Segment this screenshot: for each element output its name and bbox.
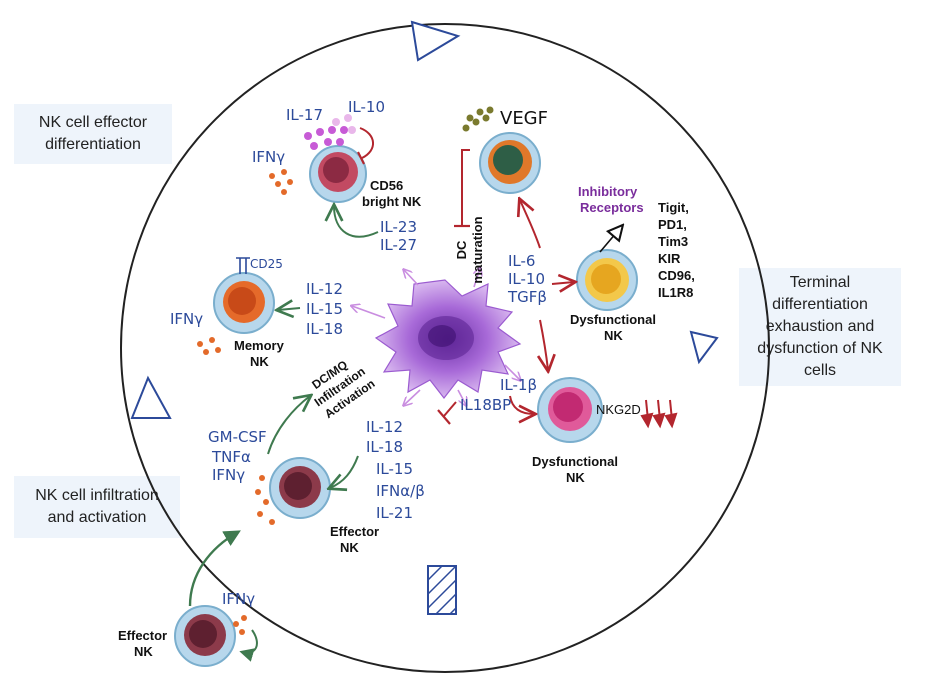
dots-il10-top [332, 114, 356, 134]
inhibit-bar-cd56 [357, 151, 365, 165]
arrow-tgfb-to-yellow [551, 282, 574, 284]
label-ifng-memory: IFNγ [170, 310, 203, 328]
receptor-item: PD1, [658, 217, 687, 232]
cell-dysfunctional-nk-yellow [576, 249, 638, 311]
label-dys1-2: NK [604, 328, 623, 343]
label-vegf: VEGF [500, 108, 548, 129]
dots-effector [255, 475, 275, 525]
inhibit-dc-maturation-line [461, 149, 470, 226]
inhibit-il18bp [443, 401, 457, 417]
receptor-item: CD96, [658, 268, 695, 283]
dots-ifng-memory [197, 337, 221, 355]
label-tgfb: TGFβ [507, 288, 547, 306]
nkg2d-down-arrows [640, 399, 678, 429]
cell-cd56-bright-nk [309, 145, 367, 203]
cell-outer-effector-nk [174, 605, 236, 667]
circle-triangle-left [130, 375, 172, 419]
label-outer-effector-2: NK [134, 644, 153, 659]
label-il6: IL-6 [508, 252, 535, 270]
label-il15-effector: IL-15 [376, 460, 413, 478]
arrow-il23-to-cd56 [334, 206, 379, 238]
dots-il17 [304, 126, 348, 150]
label-il23: IL-23 [380, 218, 417, 236]
label-il12-memory: IL-12 [306, 280, 343, 298]
label-il21: IL-21 [376, 504, 413, 522]
label-outer-effector-1: Effector [118, 628, 167, 643]
label-dys1-1: Dysfunctional [570, 312, 656, 327]
dots-outer-ifng [233, 615, 247, 635]
label-effector-2: NK [340, 540, 359, 555]
label-ifng-top: IFNγ [252, 148, 285, 166]
label-cd25: CD25 [250, 257, 283, 271]
label-ifng-effector: IFNγ [212, 466, 245, 484]
circle-hatched-box [427, 565, 457, 615]
arrow-il6-to-vegf-cell [520, 200, 541, 249]
arrow-effector-to-dcmq [267, 396, 310, 455]
label-cd56-2: bright NK [362, 194, 422, 209]
receptor-item: IL1R8 [658, 285, 693, 300]
receptor-item: Tim3 [658, 234, 688, 249]
label-dc: DC [454, 240, 469, 259]
label-ifng-outer: IFNγ [222, 590, 255, 608]
label-tnfa: TNFα [211, 448, 251, 466]
label-inhibitory: Inhibitory [578, 184, 638, 199]
main-circle [120, 23, 770, 673]
arrow-il12-to-memory [278, 308, 301, 310]
arrow-to-pink-cell [540, 319, 548, 370]
dendritic-cell [374, 279, 522, 399]
cell-memory-nk [213, 257, 275, 334]
arrow-outer-to-circle [188, 530, 241, 607]
arrow-outer-autocrine [239, 629, 258, 662]
label-cd56-1: CD56 [370, 178, 403, 193]
arrow-il12-to-effector [330, 455, 359, 488]
inhibit-il10-on-cd56 [359, 127, 374, 159]
cell-effector-nk [269, 457, 331, 519]
label-il18-memory: IL-18 [306, 320, 343, 338]
label-il27: IL-27 [380, 236, 417, 254]
label-memory-2: NK [250, 354, 269, 369]
label-nkg2d: NKG2D [596, 402, 641, 417]
receptor-item: Tigit, [658, 200, 689, 215]
label-il15-memory: IL-15 [306, 300, 343, 318]
inhibit-bar-il18bp [437, 409, 451, 425]
label-il18-effector: IL-18 [366, 438, 403, 456]
box-terminal-differentiation: Terminal differentiation exhaustion and … [739, 268, 901, 386]
label-dys2-2: NK [566, 470, 585, 485]
label-effector-1: Effector [330, 524, 379, 539]
dots-vegf [462, 106, 494, 132]
label-il10-dys: IL-10 [508, 270, 545, 288]
label-il1b: IL-1β [500, 376, 537, 394]
label-memory-1: Memory [234, 338, 285, 353]
label-il12-effector: IL-12 [366, 418, 403, 436]
dc-outward-arrows [352, 268, 520, 405]
box-effector-differentiation: NK cell effector differentiation [14, 104, 172, 164]
label-il17: IL-17 [286, 106, 323, 124]
label-il18bp: IL18BP [460, 396, 511, 414]
label-dys2-1: Dysfunctional [532, 454, 618, 469]
arrow-il1b-to-pink [509, 395, 534, 414]
dots-ifng-top [269, 169, 293, 195]
label-il10-top: IL-10 [348, 98, 385, 116]
cell-dysfunctional-nk-pink [537, 377, 603, 443]
label-gmcsf: GM-CSF [208, 428, 267, 446]
label-dc-maturation: maturation [470, 216, 485, 283]
circle-triangle-top [410, 20, 461, 62]
cell-vegf-nk [479, 132, 541, 194]
label-receptors: Receptors [580, 200, 644, 215]
cd25-receptor-icon [236, 257, 250, 274]
circle-triangle-right [689, 330, 719, 365]
arrow-to-inhibitory-receptors [599, 226, 622, 253]
label-ifnab: IFNα/β [376, 482, 425, 500]
receptor-item: KIR [658, 251, 681, 266]
